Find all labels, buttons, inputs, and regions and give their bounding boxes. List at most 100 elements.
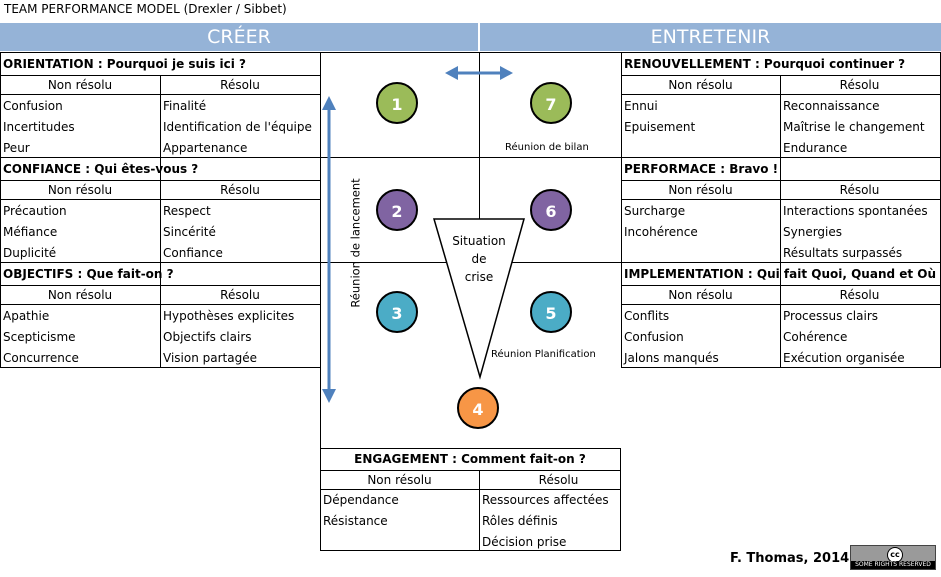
right-block-2-col-nr: Non résolu [668, 288, 733, 302]
h-line-right-head-2 [621, 285, 941, 286]
right-block-2-r-item: Exécution organisée [783, 351, 905, 365]
v-line-bottom-right [620, 448, 621, 550]
label-lancement: Réunion de lancement [348, 178, 363, 308]
horizontal-double-arrow [445, 66, 513, 80]
bottom-block-r-item: Rôles définis [482, 514, 558, 528]
h-line-right-col-2 [621, 304, 941, 305]
left-block-1-heading: CONFIANCE : Qui êtes-vous ? [3, 162, 199, 176]
h-line-bottom-end [320, 550, 621, 551]
right-block-0-r-item: Endurance [783, 141, 848, 155]
bottom-block-heading: ENGAGEMENT : Comment fait-on ? [354, 452, 586, 466]
right-block-0-nr-item: Epuisement [624, 120, 696, 134]
left-block-1-nr-item: Méfiance [3, 225, 58, 239]
right-block-0-heading: RENOUVELLEMENT : Pourquoi continuer ? [624, 57, 906, 71]
h-line-left-colr-1 [160, 180, 320, 181]
header-entretenir: ENTRETENIR [480, 23, 941, 51]
bottom-block-col-nr: Non résolu [367, 473, 432, 487]
h-line-bottom-col [320, 489, 621, 490]
bottom-block-nr-item: Dépendance [323, 493, 399, 507]
left-block-2-nr-item: Apathie [3, 309, 50, 323]
step-6-circle: 6 [530, 189, 572, 231]
left-block-1-col-nr: Non résolu [47, 183, 113, 197]
right-block-1-r-item: Synergies [783, 225, 843, 239]
step-7-circle: 7 [530, 82, 572, 124]
h-line-bottom-head [320, 470, 621, 471]
bottom-block-r-item: Ressources affectées [482, 493, 609, 507]
left-block-1-r-item: Confiance [163, 246, 223, 260]
left-block-2-col-r: Résolu [220, 288, 260, 302]
page-title: TEAM PERFORMANCE MODEL (Drexler / Sibbet… [4, 2, 287, 16]
label-crise-2: de [471, 252, 487, 266]
left-block-0-heading: ORIENTATION : Pourquoi je suis ici ? [3, 57, 246, 71]
left-block-0-r-item: Identification de l'équipe [163, 120, 312, 134]
cc-text: SOME RIGHTS RESERVED [851, 561, 935, 569]
right-block-2-nr-item: Confusion [624, 330, 684, 344]
left-block-1-r-item: Respect [163, 204, 211, 218]
left-block-2-r-item: Objectifs clairs [163, 330, 252, 344]
cc-icon: cc [887, 547, 903, 563]
left-block-1-col-r: Résolu [220, 183, 260, 197]
right-block-1-col-r: Résolu [839, 183, 880, 197]
right-block-1-col-nr: Non résolu [668, 183, 733, 197]
label-planification: Réunion Planification [491, 349, 596, 360]
left-block-0-r-item: Finalité [163, 99, 207, 113]
right-block-0-col-nr: Non résolu [668, 78, 733, 92]
crisis-triangle [433, 218, 525, 380]
right-block-0-col-r: Résolu [839, 78, 880, 92]
right-block-2-nr-item: Jalons manqués [624, 351, 719, 365]
cc-license-badge: cc SOME RIGHTS RESERVED [850, 545, 936, 570]
v-line-left-mid [160, 75, 161, 367]
right-block-2-nr-item: Conflits [624, 309, 670, 323]
left-block-0-r-item: Appartenance [163, 141, 248, 155]
author: F. Thomas, 2014 [730, 551, 850, 566]
left-block-1-r-item: Sincérité [163, 225, 216, 239]
v-line-right-mid [780, 75, 781, 367]
right-block-1-nr-item: Surcharge [624, 204, 686, 218]
v-line-left-edge [0, 52, 1, 367]
h-line-left-colr-2 [160, 285, 320, 286]
left-block-2-nr-item: Concurrence [3, 351, 79, 365]
left-block-1-nr-item: Précaution [3, 204, 67, 218]
left-block-2-nr-item: Scepticisme [3, 330, 76, 344]
header-creer: CRÉER [0, 23, 478, 51]
left-block-0-nr-item: Peur [3, 141, 30, 155]
right-block-0-nr-item: Ennui [624, 99, 658, 113]
right-block-2-r-item: Processus clairs [783, 309, 878, 323]
h-line-left-bottom [0, 367, 320, 368]
vertical-double-arrow [322, 96, 336, 403]
h-line-right-head-0 [621, 75, 941, 76]
h-line-right-bottom [621, 367, 941, 368]
bottom-block-r-item: Décision prise [482, 535, 567, 549]
left-block-2-col-nr: Non résolu [47, 288, 113, 302]
step-4-circle: 4 [457, 387, 499, 429]
right-block-1-r-item: Interactions spontanées [783, 204, 928, 218]
left-block-0-col-nr: Non résolu [47, 78, 113, 92]
h-line-right-col-1 [621, 199, 941, 200]
h-line-bottom-top [320, 448, 621, 449]
h-line-right-head-1 [621, 180, 941, 181]
left-block-2-heading: OBJECTIFS : Que fait-on ? [3, 267, 174, 281]
right-block-1-heading: PERFORMACE : Bravo ! [624, 162, 779, 176]
right-block-2-col-r: Résolu [839, 288, 880, 302]
label-crise-3: crise [464, 270, 494, 284]
right-block-0-r-item: Reconnaissance [783, 99, 880, 113]
step-5-circle: 5 [530, 291, 572, 333]
h-line-row-1 [0, 157, 941, 158]
v-line-center-top [479, 52, 480, 157]
right-block-1-r-item: Résultats surpassés [783, 246, 903, 260]
bottom-block-col-r: Résolu [538, 473, 579, 487]
label-bilan: Réunion de bilan [505, 142, 589, 153]
h-line-top [0, 52, 941, 53]
right-block-1-nr-item: Incohérence [624, 225, 698, 239]
right-block-2-heading: IMPLEMENTATION : Qui fait Quoi, Quand et… [624, 267, 941, 281]
h-line-left-colr-0 [160, 75, 320, 76]
left-block-2-r-item: Vision partagée [163, 351, 257, 365]
h-line-right-col-0 [621, 94, 941, 95]
v-line-center-mid [479, 157, 480, 225]
v-line-right-center [621, 52, 622, 367]
step-2-circle: 2 [376, 189, 418, 231]
left-block-0-nr-item: Confusion [3, 99, 63, 113]
left-block-0-nr-item: Incertitudes [3, 120, 75, 134]
left-block-1-nr-item: Duplicité [3, 246, 57, 260]
